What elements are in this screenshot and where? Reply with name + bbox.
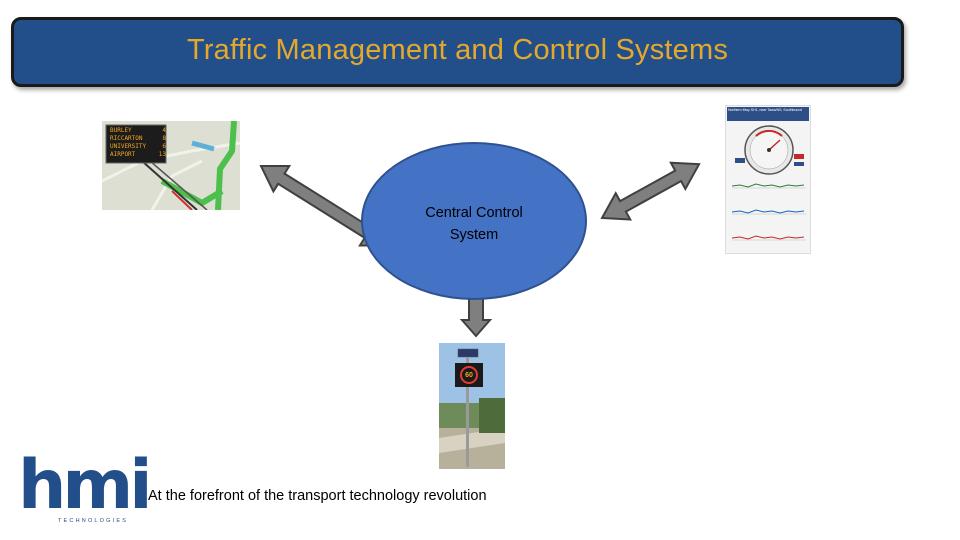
central-control-line1: Central Control <box>363 202 585 224</box>
speed-limit-value: 60 <box>465 372 473 379</box>
speed-limit-ring: 60 <box>460 366 478 384</box>
central-control-label: Central Control System <box>363 202 585 246</box>
dashboard-illustration <box>726 106 811 254</box>
hmi-logo-subtitle: TECHNOLOGIES <box>58 518 128 524</box>
right-double-arrow <box>595 151 707 231</box>
hmi-logo: hmi TECHNOLOGIES <box>18 455 130 527</box>
central-control-line2: System <box>363 224 585 246</box>
central-control-system-node: Central Control System <box>361 142 587 300</box>
footer-tagline: At the forefront of the transport techno… <box>148 488 487 504</box>
speed-sign-illustration <box>439 343 505 469</box>
speed-sign-photo: 60 <box>439 343 505 469</box>
traffic-dashboard-image: Northern Mwy SH1, near Tawa/NS, Southbou… <box>725 105 811 254</box>
hmi-logo-word: hmi <box>18 455 130 517</box>
speed-limit-display: 60 <box>457 365 481 385</box>
